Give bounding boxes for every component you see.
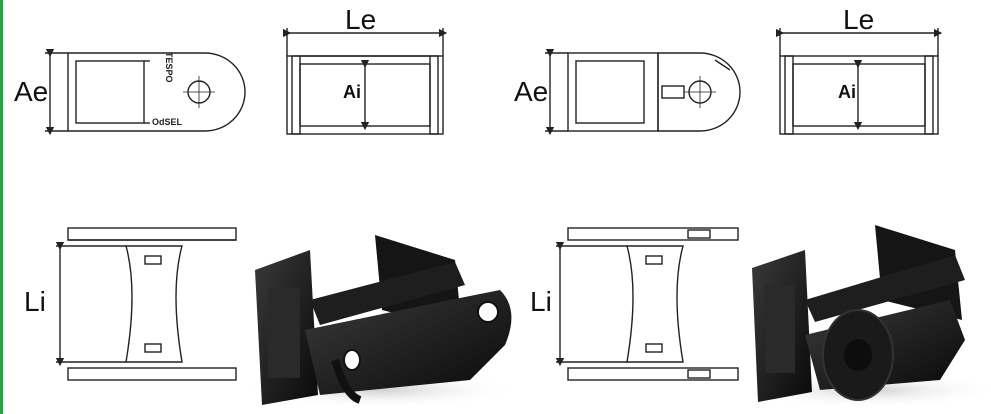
le-label-left: Le [345,4,377,35]
ae-label-right: Ae [514,76,549,107]
chain-link-render-left [240,235,520,408]
top-view-left [55,227,237,381]
ai-label-left: Ai [343,82,361,102]
li-label-right: Li [530,286,552,317]
le-label-right: Le [843,4,875,35]
front-view-right [775,28,943,135]
ai-label-right: Ai [838,82,856,102]
li-label-left: Li [24,286,46,317]
brand-text-top-left: TESPO [164,52,174,83]
side-view-left [45,48,246,136]
front-view-left [282,28,448,135]
brand-text-bottom-left: OdSEL [152,117,183,127]
chain-link-render-right [740,225,991,408]
accent-edge-bar [0,0,3,414]
ae-label-left: Ae [14,76,49,107]
top-view-right [555,227,739,381]
side-view-right [545,48,741,136]
